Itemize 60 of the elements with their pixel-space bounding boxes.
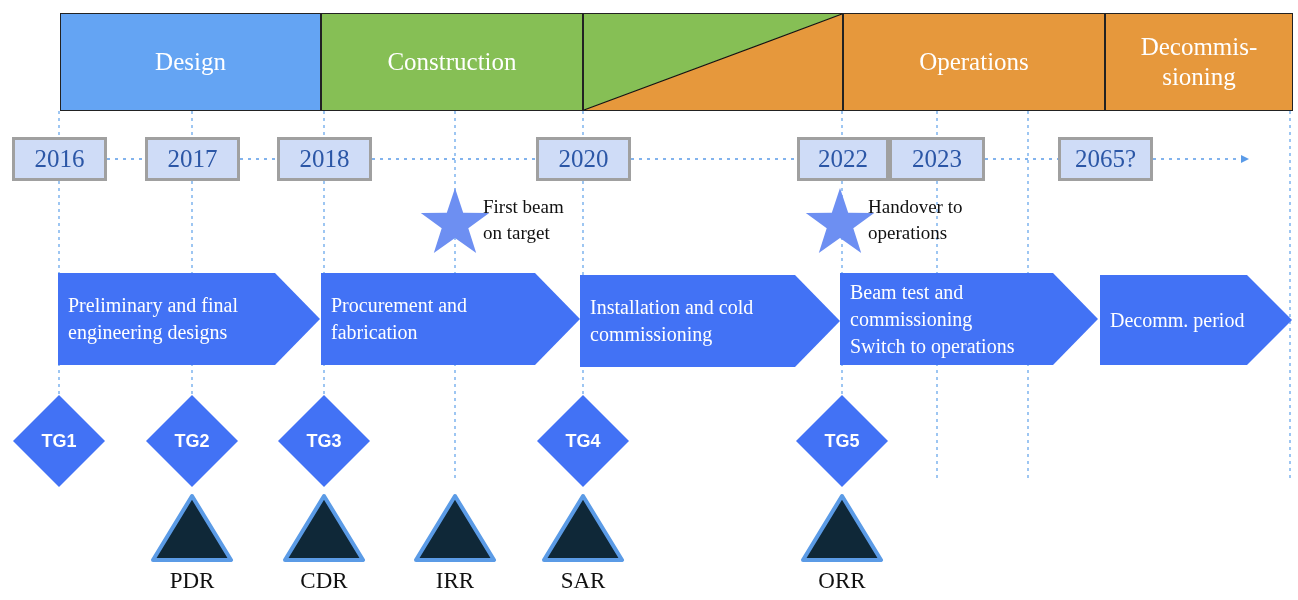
tollgate-diamond xyxy=(278,395,370,487)
review-label: PDR xyxy=(168,568,216,594)
tollgate-label: TG5 xyxy=(823,430,861,452)
review-label: SAR xyxy=(559,568,607,594)
review-label: IRR xyxy=(434,568,476,594)
year-label: 2017 xyxy=(166,145,219,173)
timeline-connector xyxy=(1152,155,1249,163)
year-label: 2023 xyxy=(911,145,963,173)
year-box xyxy=(277,137,372,181)
phase-band xyxy=(60,13,321,111)
timeline-connector xyxy=(371,158,537,160)
review-label: ORR xyxy=(817,568,867,594)
phase-banner xyxy=(840,273,1098,365)
activity-label: Preliminary and final engineering designs xyxy=(68,293,239,346)
phase-transition-band xyxy=(583,13,843,111)
activity-label: Switch to operations xyxy=(850,333,1016,360)
review-triangle xyxy=(541,493,625,563)
activity-label: Procurement and fabrication xyxy=(331,293,469,345)
year-box xyxy=(12,137,107,181)
review-label: CDR xyxy=(299,568,349,594)
review-triangle xyxy=(800,493,884,563)
year-label: 2018 xyxy=(298,145,351,173)
milestone-caption: First beam on target xyxy=(483,195,565,245)
phase-banner xyxy=(321,273,580,365)
activity-label: Installation and cold commissioning xyxy=(590,295,755,348)
phase-label: Design xyxy=(154,47,227,77)
phase-label: Construction xyxy=(386,47,518,77)
tollgate-label: TG2 xyxy=(173,430,211,452)
timeline-connector xyxy=(984,158,1059,160)
year-box xyxy=(889,137,985,181)
tollgate-label: TG4 xyxy=(564,430,602,452)
tollgate-label: TG1 xyxy=(40,430,78,452)
year-label: 2016 xyxy=(33,145,86,173)
year-box xyxy=(145,137,240,181)
review-triangle xyxy=(150,493,234,563)
tollgate-label: TG3 xyxy=(305,430,343,452)
tollgate-diamond xyxy=(13,395,105,487)
activity-label: Decomm. period xyxy=(1110,307,1246,334)
milestone-caption: Handover to operations xyxy=(868,195,964,245)
year-box xyxy=(797,137,889,181)
phase-banner xyxy=(1100,275,1292,365)
review-triangle xyxy=(413,493,497,563)
tollgate-diamond xyxy=(146,395,238,487)
tollgate-diamond xyxy=(796,395,888,487)
tollgate-diamond xyxy=(537,395,629,487)
year-label: 2065? xyxy=(1073,145,1138,173)
phase-label: Operations xyxy=(918,47,1030,77)
year-label: 2020 xyxy=(557,145,610,173)
review-triangle xyxy=(282,493,366,563)
phase-banner xyxy=(580,275,840,367)
timeline-connector xyxy=(239,158,278,160)
activity-label: Beam test and commissioning xyxy=(850,279,974,333)
year-box xyxy=(536,137,631,181)
year-label: 2022 xyxy=(817,145,869,173)
phase-band xyxy=(1105,13,1293,111)
phase-band xyxy=(843,13,1105,111)
year-box xyxy=(1058,137,1153,181)
phase-banner xyxy=(58,273,320,365)
phase-label: Decommis- sioning xyxy=(1139,32,1259,92)
phase-band xyxy=(321,13,583,111)
